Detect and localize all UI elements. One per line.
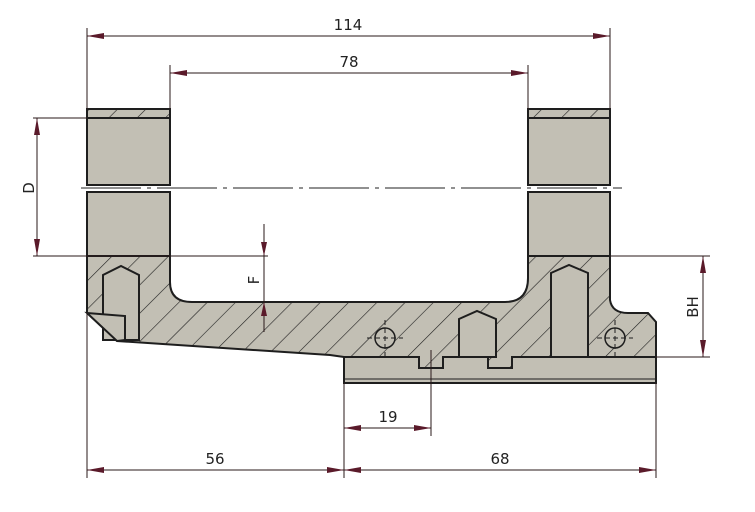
dimension-56: 56 bbox=[87, 450, 344, 473]
left-screw-hole bbox=[367, 320, 403, 356]
right-pin bbox=[550, 263, 589, 358]
dimension-114-label: 114 bbox=[334, 16, 363, 34]
dimension-d-label: D bbox=[20, 182, 38, 194]
dimension-114: 114 bbox=[87, 16, 610, 39]
dimension-f: F bbox=[245, 242, 267, 316]
dimension-19-label: 19 bbox=[378, 408, 397, 426]
dimension-78: 78 bbox=[170, 53, 528, 76]
dimension-f-label: F bbox=[245, 276, 263, 285]
right-screw-hole bbox=[597, 320, 633, 356]
dimension-bh: BH bbox=[684, 256, 706, 357]
dimension-68-label: 68 bbox=[490, 450, 509, 468]
dimension-68: 68 bbox=[344, 450, 656, 473]
center-pin bbox=[458, 309, 497, 358]
dimension-56-label: 56 bbox=[205, 450, 224, 468]
dimension-bh-label: BH bbox=[684, 296, 702, 318]
dimension-19: 19 bbox=[344, 408, 431, 431]
dimension-78-label: 78 bbox=[339, 53, 358, 71]
left-ring bbox=[86, 108, 171, 257]
left-chamfer-block bbox=[84, 311, 126, 343]
dimension-d: D bbox=[20, 118, 40, 256]
right-ring bbox=[527, 108, 611, 257]
